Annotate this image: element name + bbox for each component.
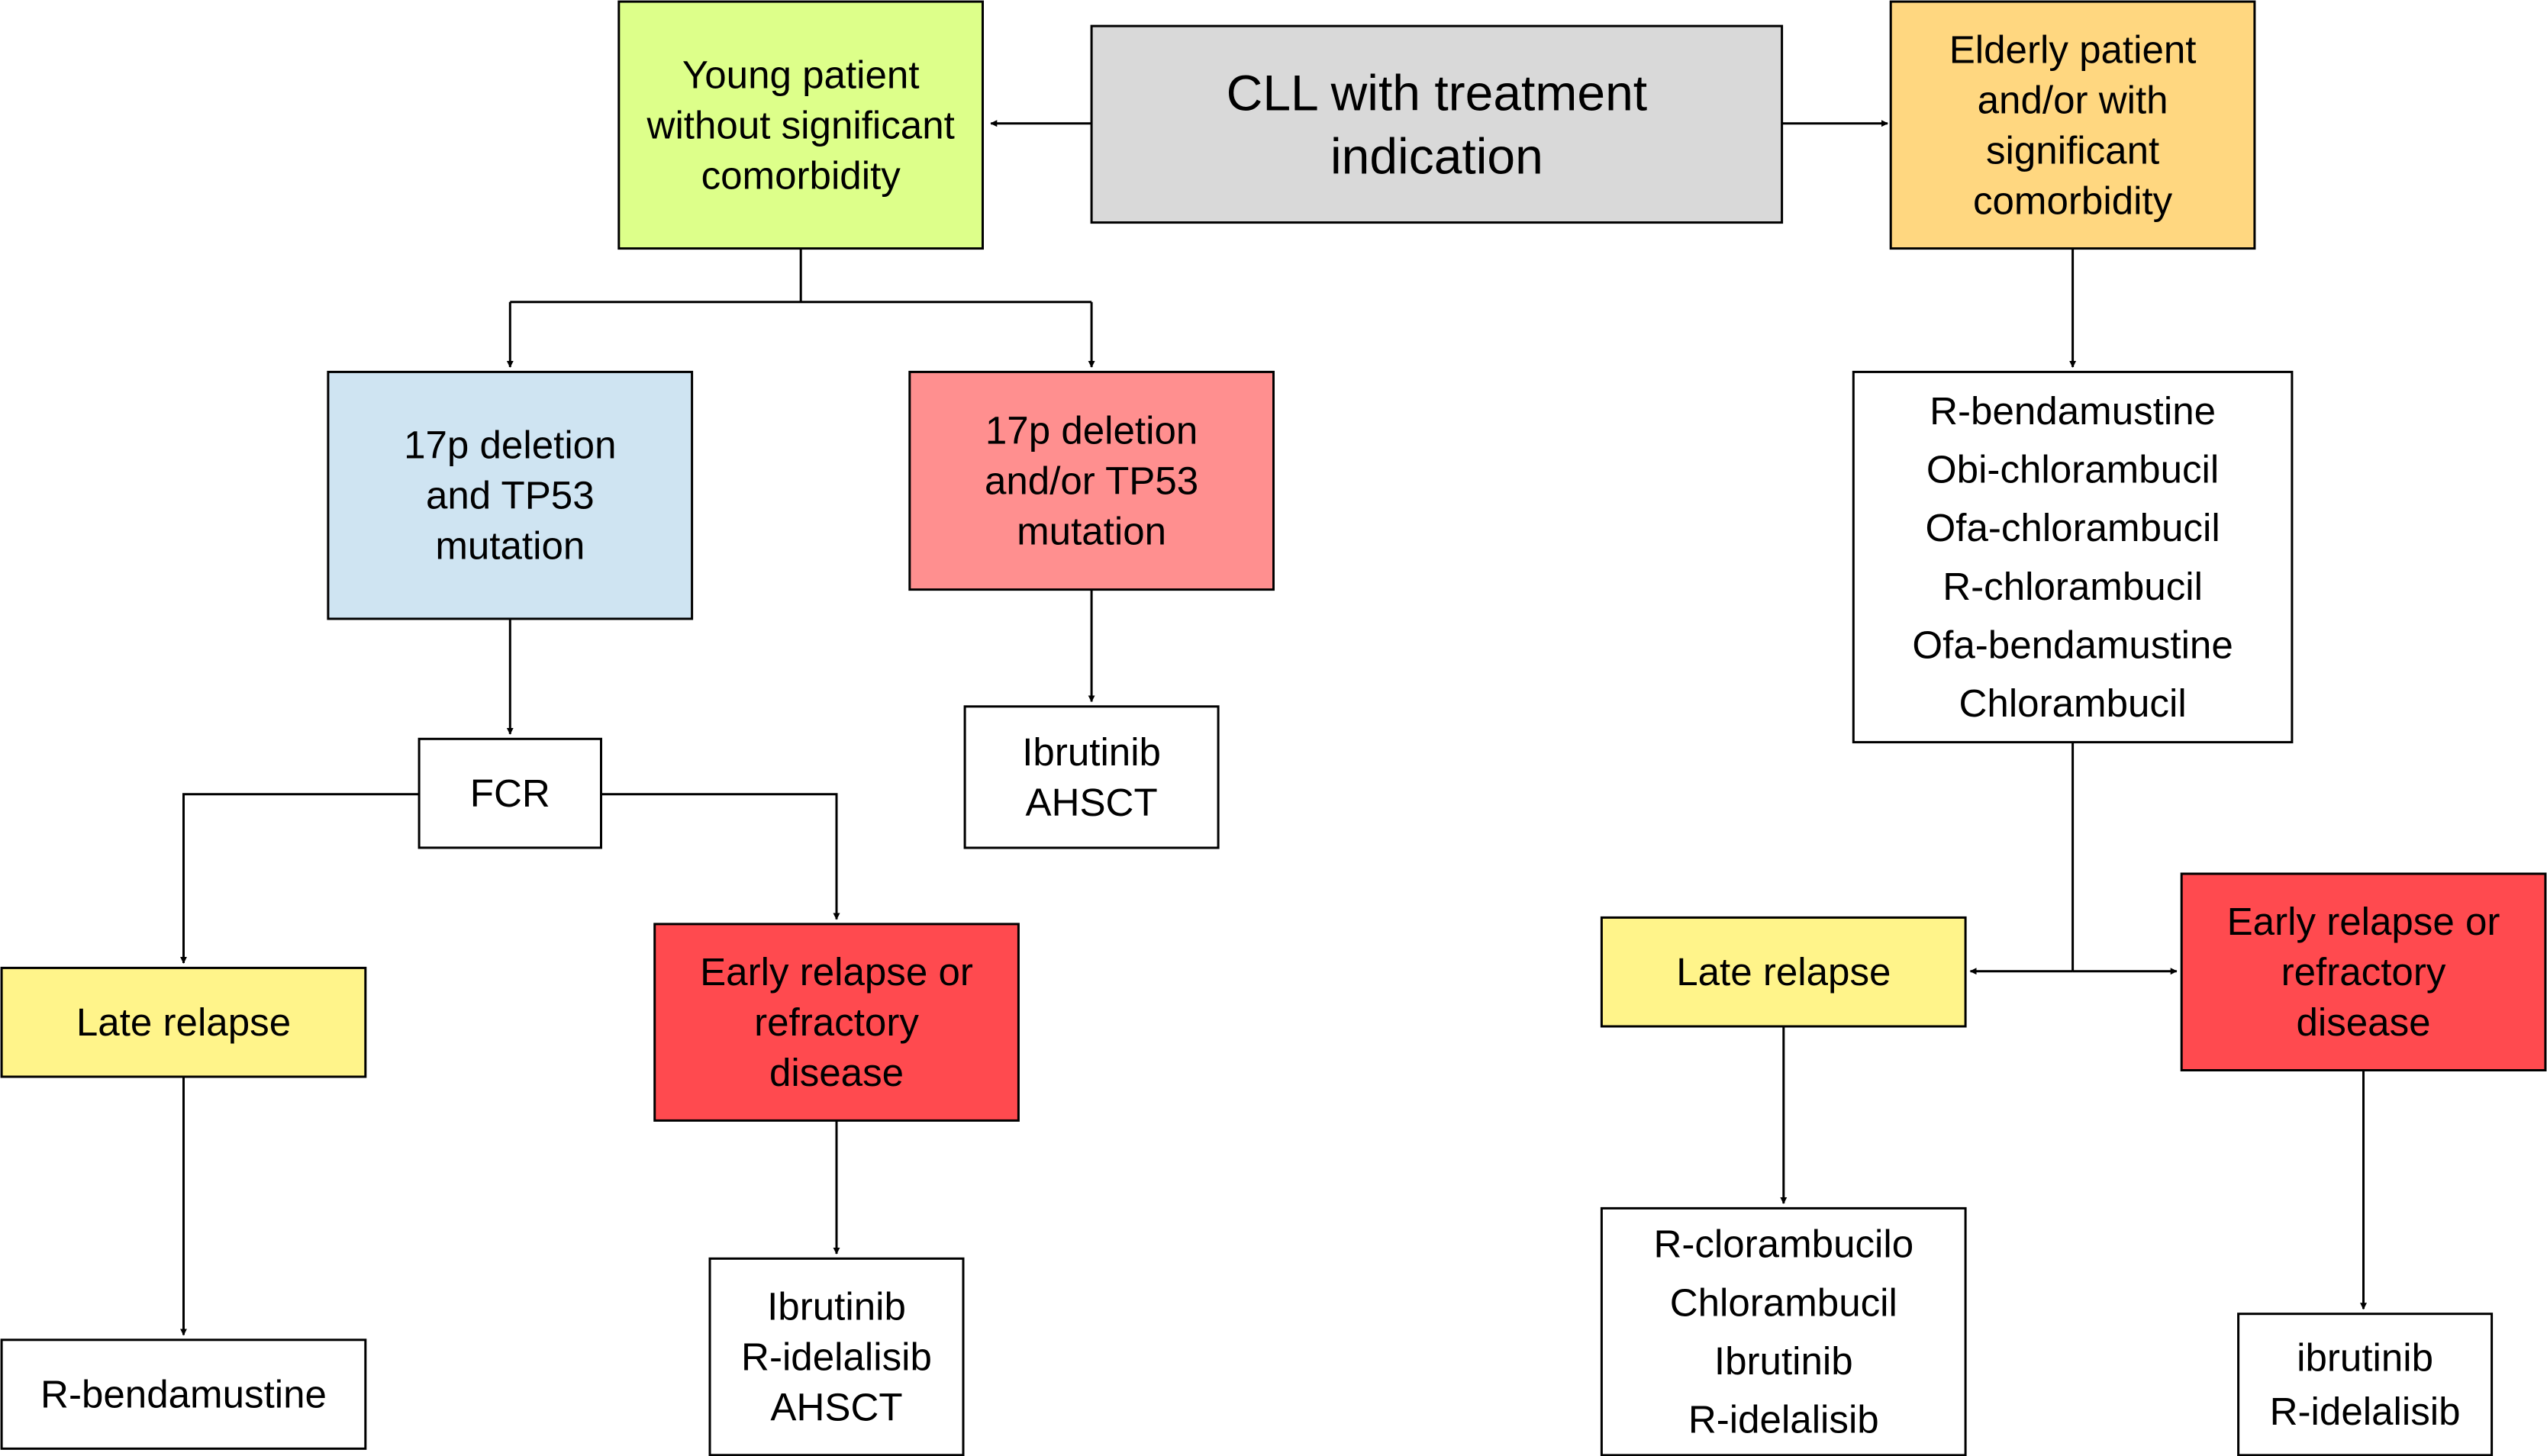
- node-del17p-or-tp53: 17p deletion and/or TP53 mutation: [908, 370, 1275, 591]
- node-box: [653, 923, 1020, 1122]
- edge-fcr-to-late-relapse: [180, 793, 420, 964]
- node-box: [908, 370, 1275, 591]
- node-label-line: significant: [1986, 128, 2159, 172]
- node-label-line: R-bendamustine: [1930, 389, 2216, 433]
- node-box: [1889, 0, 2256, 250]
- node-root: CLL with treatment indication: [1090, 24, 1784, 224]
- node-label-line: Ibrutinib: [767, 1285, 906, 1329]
- edge-fcr-to-early-relapse: [601, 793, 840, 920]
- node-box: [418, 737, 602, 849]
- node-label-line: Ibrutinib: [1714, 1339, 1853, 1383]
- node-late-relapse-left: Late relapse: [0, 966, 367, 1078]
- node-label-line: Ibrutinib: [1022, 730, 1161, 774]
- node-label-line: comorbidity: [1973, 179, 2173, 222]
- node-label-line: ibrutinib: [2297, 1336, 2433, 1380]
- node-box: [0, 966, 367, 1078]
- node-label-line: AHSCT: [770, 1386, 902, 1429]
- node-box: [1090, 24, 1784, 224]
- node-right-late-treatments: R-clorambuciloChlorambucilIbrutinibR-ide…: [1600, 1206, 1967, 1456]
- node-label-line: Elderly patient: [1949, 27, 2197, 71]
- node-label-line: R-idelalisib: [2270, 1390, 2461, 1433]
- node-label-line: Late relapse: [76, 1000, 291, 1044]
- node-early-relapse-left: Early relapse or refractory disease: [653, 923, 1020, 1122]
- node-label-line: R-clorambucilo: [1653, 1222, 1913, 1266]
- node-r-bendamustine: R-bendamustine: [0, 1338, 367, 1450]
- node-box: [617, 0, 984, 250]
- node-box: [1852, 370, 2294, 744]
- node-early-relapse-right: Early relapse or refractory disease: [2180, 872, 2547, 1071]
- node-label-line: AHSCT: [1026, 781, 1158, 824]
- node-label-line: refractory: [2281, 950, 2446, 994]
- node-label-line: Obi-chlorambucil: [1926, 448, 2219, 491]
- node-box: [1600, 916, 1967, 1028]
- node-label-line: disease: [2296, 1000, 2430, 1044]
- node-label-line: FCR: [470, 771, 550, 815]
- node-label-line: R-bendamustine: [40, 1373, 327, 1416]
- node-label-line: Ofa-chlorambucil: [1926, 506, 2220, 549]
- node-label-line: R-idelalisib: [741, 1335, 932, 1379]
- node-label-line: Early relapse or: [2227, 900, 2500, 943]
- node-late-relapse-right: Late relapse: [1600, 916, 1967, 1028]
- node-label-line: Young patient: [682, 53, 920, 96]
- node-box: [327, 370, 694, 620]
- node-elderly-regimens: R-bendamustineObi-chlorambucilOfa-chlora…: [1852, 370, 2294, 744]
- node-elderly: Elderly patient and/or with significant com…: [1889, 0, 2256, 250]
- node-box: [708, 1257, 965, 1456]
- node-label-line: and/or with: [1978, 78, 2168, 121]
- node-box: [2237, 1313, 2494, 1456]
- node-label-line: mutation: [435, 524, 585, 568]
- node-label-line: R-chlorambucil: [1942, 565, 2203, 608]
- node-label-line: without significant: [646, 103, 955, 147]
- node-label-line: Ofa-bendamustine: [1912, 623, 2233, 666]
- connector-lines: [180, 120, 2367, 1336]
- node-young: Young patient without significant comorbid…: [617, 0, 984, 250]
- node-del17p-and-tp53: 17p deletion and TP53 mutation: [327, 370, 694, 620]
- node-label-line: and TP53: [426, 474, 595, 517]
- node-label-line: Chlorambucil: [1959, 681, 2187, 725]
- node-label-line: Early relapse or: [700, 950, 973, 994]
- node-label-line: 17p deletion: [985, 409, 1198, 453]
- node-label-line: comorbidity: [701, 153, 901, 197]
- node-label-line: Chlorambucil: [1670, 1280, 1897, 1324]
- node-label-line: indication: [1330, 127, 1543, 184]
- node-label-line: refractory: [754, 1000, 919, 1044]
- node-label-line: mutation: [1017, 509, 1166, 552]
- node-box: [963, 705, 1220, 849]
- node-label-line: 17p deletion: [404, 424, 616, 467]
- node-box: [1600, 1206, 1967, 1456]
- node-box: [0, 1338, 367, 1450]
- node-label-line: CLL with treatment: [1227, 64, 1647, 121]
- node-label-line: disease: [769, 1051, 904, 1094]
- node-fcr: FCR: [418, 737, 602, 849]
- node-label-line: Late relapse: [1676, 950, 1891, 994]
- node-label-line: and/or TP53: [985, 459, 1198, 502]
- node-box: [2180, 872, 2547, 1071]
- node-label-line: R-idelalisib: [1688, 1398, 1879, 1442]
